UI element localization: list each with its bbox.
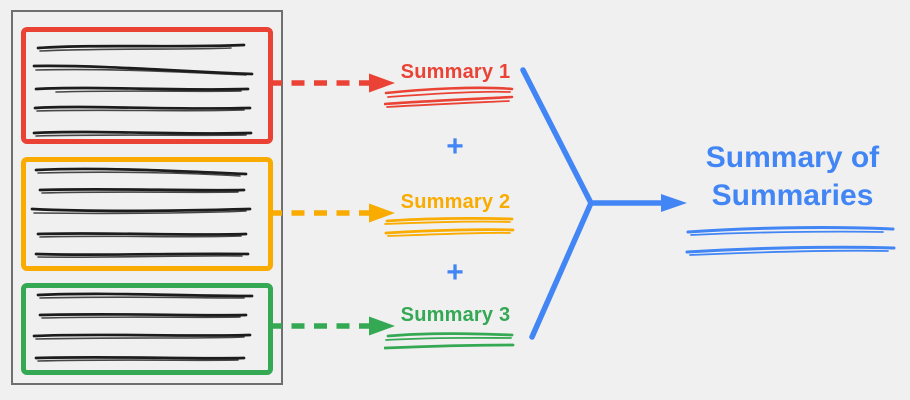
plus-operator-1: + (446, 130, 464, 163)
result-title: Summary of Summaries (690, 139, 895, 215)
document-panel (11, 10, 283, 385)
merge-connector (520, 67, 687, 340)
summary-1-scribble (384, 86, 514, 108)
chunk-3-text-scribble (32, 292, 254, 362)
chunk3-to-summary3-arrow (269, 316, 395, 336)
result-scribble (685, 226, 896, 256)
merge-arrowhead (661, 194, 687, 212)
document-chunk-2 (21, 157, 273, 271)
result-title-line2: Summaries (711, 179, 874, 212)
chunk-2-text-scribble (30, 167, 252, 259)
result-title-line1: Summary of (705, 141, 880, 174)
summary-3-label: Summary 3 (400, 304, 511, 326)
summary-3-scribble (384, 332, 515, 350)
document-chunk-1 (21, 27, 273, 144)
summary-2-scribble (384, 217, 515, 237)
plus-operator-2: + (446, 256, 464, 289)
chunk-1-text-scribble (32, 43, 254, 137)
summary-2-label: Summary 2 (400, 191, 511, 213)
chunk1-to-summary1-arrow (269, 73, 395, 93)
chunk2-to-summary2-arrow (269, 203, 395, 223)
summary-1-label: Summary 1 (400, 61, 511, 83)
document-chunk-3 (21, 283, 273, 375)
